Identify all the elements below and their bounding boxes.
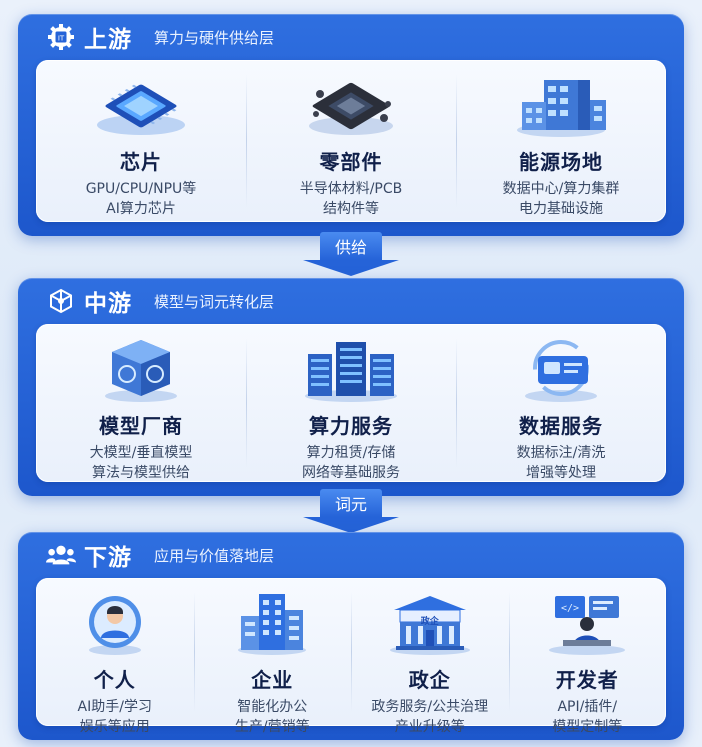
desc-line: 网络等基础服务 — [302, 465, 400, 481]
desc-line: 生产/营销等 — [234, 719, 310, 735]
midstream-item-desc: 算力租赁/存储 网络等基础服务 — [302, 443, 400, 483]
downstream-item-enterprise: 企业 智能化办公 生产/营销等 — [193, 578, 352, 735]
desc-line: 娱乐等应用 — [79, 719, 150, 735]
downstream-section: 下游 应用与价值落地层 个人 AI助手/学习 娱乐等应用 — [18, 532, 684, 740]
flow-arrow-tokens: 词元 — [298, 489, 404, 533]
midstream-item-data: 数据服务 数据标注/清洗 增强等处理 — [456, 324, 666, 482]
flow-arrow-supply: 供给 — [298, 232, 404, 276]
midstream-item-title: 模型厂商 — [99, 414, 183, 438]
server-rack-icon — [296, 334, 406, 404]
upstream-item-desc: GPU/CPU/NPU等 AI算力芯片 — [86, 179, 197, 219]
flow-arrow-label: 供给 — [320, 232, 382, 260]
desc-line: 算力租赁/存储 — [306, 445, 396, 461]
downstream-title: 下游 — [84, 545, 132, 571]
midstream-item-models: 模型厂商 大模型/垂直模型 算法与模型供给 — [36, 324, 246, 482]
upstream-item-components: 零部件 半导体材料/PCB 结构件等 — [246, 60, 456, 222]
downstream-item-title: 开发者 — [555, 668, 619, 692]
data-card-cycle-icon — [506, 334, 616, 404]
upstream-item-title: 零部件 — [319, 150, 383, 174]
desc-line: 大模型/垂直模型 — [89, 445, 193, 461]
svg-text:IT: IT — [58, 35, 65, 43]
downstream-item-title: 企业 — [251, 668, 294, 692]
downstream-header: 下游 应用与价值落地层 — [18, 532, 684, 578]
chip-gear-icon: IT — [46, 22, 76, 52]
office-building-icon — [227, 588, 317, 658]
upstream-panel: 芯片 GPU/CPU/NPU等 AI算力芯片 零部件 — [36, 60, 666, 222]
midstream-item-compute: 算力服务 算力租赁/存储 网络等基础服务 — [246, 324, 456, 482]
midstream-title: 中游 — [84, 291, 132, 317]
desc-line: 结构件等 — [322, 201, 379, 217]
midstream-item-desc: 大模型/垂直模型 算法与模型供给 — [90, 443, 193, 483]
downstream-subtitle: 应用与价值落地层 — [154, 546, 275, 565]
upstream-item-title: 能源场地 — [519, 150, 603, 174]
midstream-item-desc: 数据标注/清洗 增强等处理 — [517, 443, 606, 483]
upstream-title: 上游 — [84, 27, 132, 53]
midstream-section: 中游 模型与词元转化层 模型厂商 大模型/垂直模型 算法与模型供给 — [18, 278, 684, 496]
ai-brain-cube-icon — [86, 334, 196, 404]
down-arrow-icon — [303, 517, 399, 533]
processor-chip-icon — [86, 70, 196, 140]
desc-line: 半导体材料/PCB — [299, 181, 403, 197]
desc-line: 产业升级等 — [394, 719, 465, 735]
desc-line: 增强等处理 — [526, 465, 596, 481]
downstream-item-title: 个人 — [93, 668, 136, 692]
flow-arrow-label: 词元 — [320, 489, 382, 517]
upstream-item-title: 芯片 — [120, 150, 162, 174]
midstream-item-title: 数据服务 — [519, 414, 603, 438]
midstream-header: 中游 模型与词元转化层 — [18, 278, 684, 324]
downstream-item-desc: 政务服务/公共治理 产业升级等 — [371, 697, 488, 737]
person-avatar-icon — [70, 588, 160, 658]
desc-line: AI助手/学习 — [77, 699, 152, 715]
desc-line: 模型定制等 — [552, 719, 623, 735]
developer-code-icon: </> — [537, 588, 637, 658]
upstream-header: IT 上游 算力与硬件供给层 — [18, 14, 684, 60]
downstream-item-individual: 个人 AI助手/学习 娱乐等应用 — [36, 578, 194, 735]
upstream-item-desc: 半导体材料/PCB 结构件等 — [300, 179, 403, 219]
desc-line: 政务服务/公共治理 — [371, 699, 489, 715]
upstream-item-desc: 数据中心/算力集群 电力基础设施 — [503, 179, 620, 219]
downstream-item-developer: </> 开发者 API/插件/ 模型定制等 — [508, 578, 667, 735]
downstream-item-desc: API/插件/ 模型定制等 — [552, 697, 622, 737]
desc-line: 电力基础设施 — [519, 201, 603, 217]
svg-text:</>: </> — [561, 603, 579, 614]
desc-line: GPU/CPU/NPU等 — [85, 181, 197, 197]
downstream-item-desc: AI助手/学习 娱乐等应用 — [78, 697, 152, 737]
circuit-board-icon — [296, 70, 406, 140]
government-building-icon: 政企 — [380, 588, 480, 658]
desc-line: 数据标注/清洗 — [516, 445, 606, 461]
downstream-item-desc: 智能化办公 生产/营销等 — [235, 697, 310, 737]
downstream-item-title: 政企 — [408, 668, 451, 692]
desc-line: 智能化办公 — [237, 699, 308, 715]
downstream-item-government: 政企 政企 政务服务/公共治理 产业升级等 — [351, 578, 509, 735]
government-badge-text: 政企 — [420, 616, 439, 627]
midstream-subtitle: 模型与词元转化层 — [154, 292, 275, 311]
desc-line: API/插件/ — [557, 699, 618, 715]
desc-line: 数据中心/算力集群 — [502, 181, 620, 197]
down-arrow-icon — [303, 260, 399, 276]
data-center-building-icon — [506, 70, 616, 140]
upstream-item-chip: 芯片 GPU/CPU/NPU等 AI算力芯片 — [36, 60, 246, 222]
network-cube-icon — [46, 286, 76, 316]
upstream-subtitle: 算力与硬件供给层 — [154, 28, 275, 47]
desc-line: AI算力芯片 — [106, 201, 176, 217]
upstream-item-energy: 能源场地 数据中心/算力集群 电力基础设施 — [456, 60, 666, 222]
upstream-section: IT 上游 算力与硬件供给层 — [18, 14, 684, 236]
people-group-icon — [46, 540, 76, 570]
desc-line: 算法与模型供给 — [92, 465, 190, 481]
downstream-panel: 个人 AI助手/学习 娱乐等应用 — [36, 578, 667, 735]
midstream-panel: 模型厂商 大模型/垂直模型 算法与模型供给 — [36, 324, 666, 482]
midstream-item-title: 算力服务 — [309, 414, 393, 438]
